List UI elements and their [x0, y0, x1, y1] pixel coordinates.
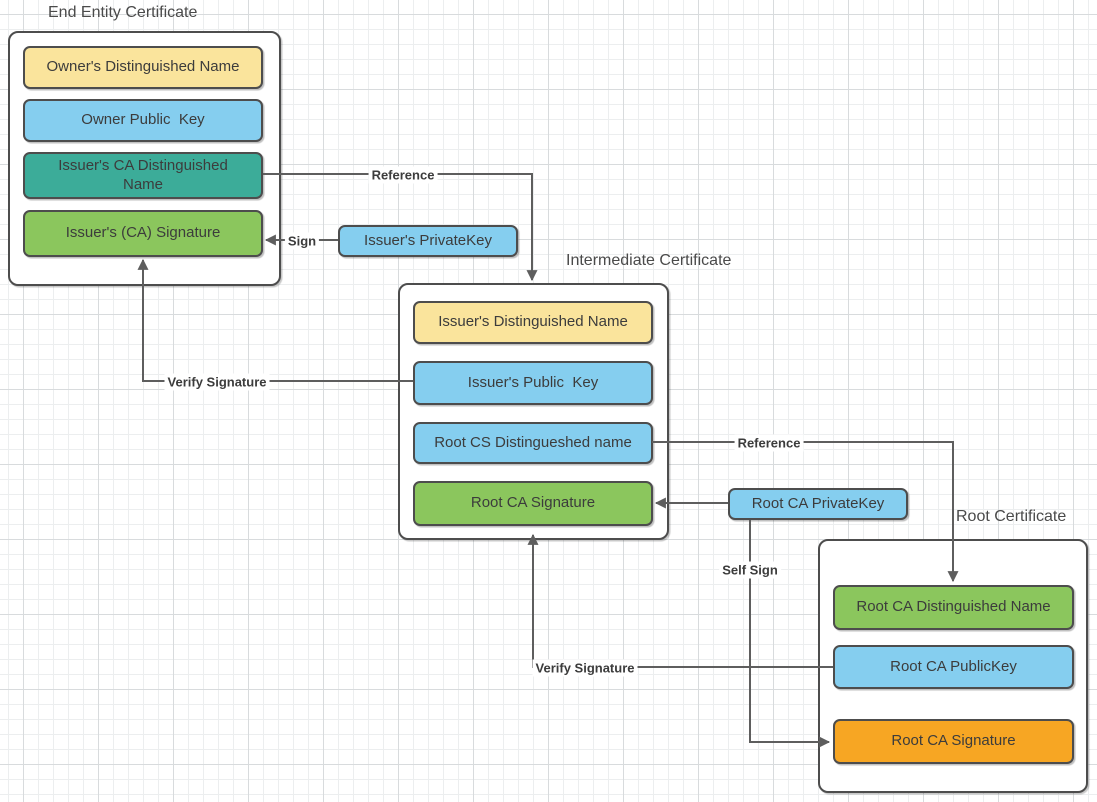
intermediate-certificate-title: Intermediate Certificate: [566, 252, 732, 269]
field-issuers-public-key: Issuer's Public Key: [413, 361, 653, 405]
field-owner-public-key: Owner Public Key: [23, 99, 263, 142]
field-owners-distinguished-name: Owner's Distinguished Name: [23, 46, 263, 89]
reference-label-2: Reference: [734, 434, 804, 452]
field-root-ca-signature-intermediate: Root CA Signature: [413, 481, 653, 526]
verify-signature-arrow-2: [527, 533, 833, 668]
field-root-cs-distingueshed-name: Root CS Distingueshed name: [413, 422, 653, 464]
verify-signature-label-1: Verify Signature: [164, 373, 270, 391]
end-entity-certificate-title: End Entity Certificate: [48, 4, 198, 21]
root-ca-privatekey-box: Root CA PrivateKey: [728, 488, 908, 520]
field-root-ca-distinguished-name: Root CA Distinguished Name: [833, 585, 1074, 630]
issuers-privatekey-box: Issuer's PrivateKey: [338, 225, 518, 257]
reference-label-1: Reference: [368, 166, 438, 184]
root-certificate-title: Root Certificate: [956, 508, 1067, 525]
field-issuers-ca-distinguished-name: Issuer's CA Distinguished Name: [23, 152, 263, 199]
verify-signature-label-2: Verify Signature: [532, 659, 638, 677]
self-sign-label: Self Sign: [719, 561, 781, 579]
field-issuers-ca-signature: Issuer's (CA) Signature: [23, 210, 263, 257]
field-root-ca-publickey: Root CA PublicKey: [833, 645, 1074, 689]
sign-label: Sign: [284, 232, 320, 250]
field-issuers-distinguished-name: Issuer's Distinguished Name: [413, 301, 653, 344]
field-root-ca-signature-root: Root CA Signature: [833, 719, 1074, 764]
